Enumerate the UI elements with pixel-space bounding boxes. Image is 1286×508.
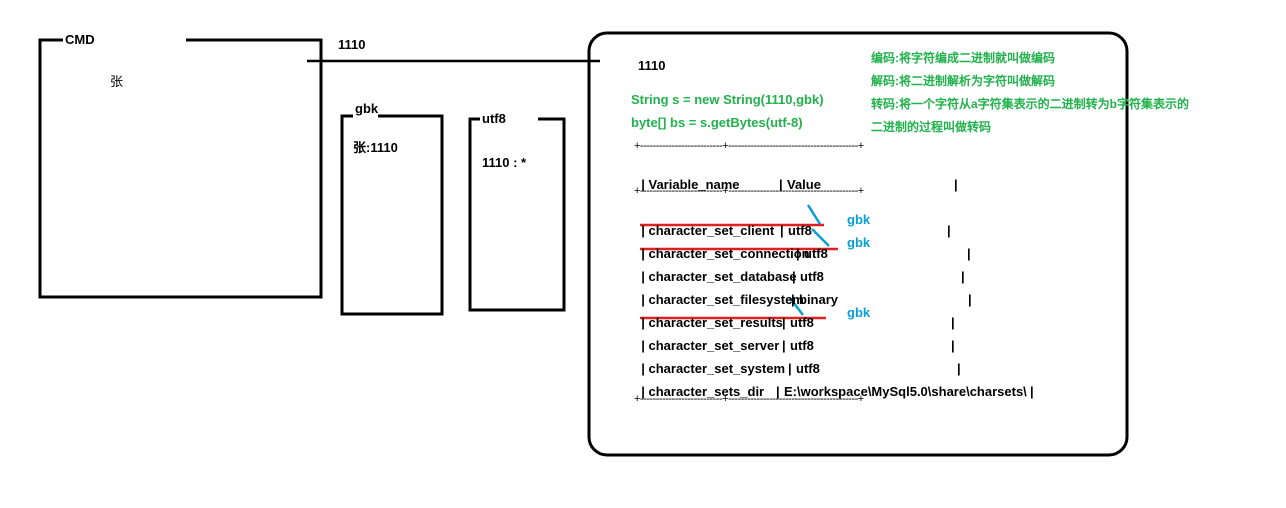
table-row: | character_set_connection| utf8|	[641, 246, 971, 261]
table-row: | character_set_server| utf8|	[641, 338, 955, 353]
row-value: utf8	[790, 338, 814, 353]
row-value: binary	[799, 292, 839, 307]
header-pipe-end: |	[954, 177, 958, 192]
row-name: character_sets_dir	[648, 384, 765, 399]
gbk-title: gbk	[355, 101, 379, 116]
table-border-mid: +--------------------------+------------…	[634, 185, 864, 197]
row-name: character_set_filesystem	[648, 292, 804, 307]
utf8-content: 1110 : *	[482, 155, 527, 170]
row-name: character_set_database	[648, 269, 797, 284]
code-line-1: String s = new String(1110,gbk)	[631, 92, 824, 107]
table-border-bottom: +--------------------------+------------…	[634, 393, 864, 405]
header-pipe-mid: |	[779, 177, 787, 192]
cmd-title: CMD	[65, 32, 95, 47]
row-name: character_set_server	[648, 338, 780, 353]
table-border-top: +--------------------------+------------…	[634, 140, 864, 152]
table-pipe: |	[641, 177, 649, 192]
annotation-gbk-client: gbk	[847, 212, 871, 227]
strike-client	[806, 204, 822, 225]
note-decode: 解码:将二进制解析为字符叫做解码	[871, 74, 1055, 88]
row-value: E:\workspace\MySql5.0\share\charsets\	[784, 384, 1027, 399]
row-value: utf8	[800, 269, 824, 284]
header-value: Value	[787, 177, 821, 192]
row-name: character_set_system	[648, 361, 786, 376]
header-name: Variable_name	[648, 177, 740, 192]
main-box-border	[587, 31, 1129, 457]
gbk-box-border	[340, 114, 444, 316]
gbk-content: 张:1110	[353, 140, 398, 155]
strike-connection	[811, 228, 830, 247]
strike-results	[789, 297, 804, 316]
code-line-2: byte[] bs = s.getBytes(utf-8)	[631, 115, 803, 130]
table-header-row: | Variable_name| Value|	[634, 162, 957, 192]
utf8-title: utf8	[482, 111, 506, 126]
row-name: character_set_client	[648, 223, 775, 238]
main-heading: 1110	[638, 58, 666, 73]
note-transcode-2: 二进制的过程叫做转码	[871, 120, 992, 134]
table-row: | character_set_filesystem| binary|	[641, 292, 972, 307]
note-transcode: 转码:将一个字符从a字符集表示的二进制转为b字符集表示的	[871, 97, 1190, 111]
row-value: utf8	[804, 246, 828, 261]
table-row: | character_set_system| utf8|	[641, 361, 961, 376]
connector-label: 1110	[338, 37, 366, 52]
table-row: | character_set_database| utf8|	[641, 269, 965, 284]
row-name: character_set_results	[648, 315, 783, 330]
row-value: utf8	[788, 223, 812, 238]
row-value: utf8	[796, 361, 820, 376]
annotation-gbk-results: gbk	[847, 305, 871, 320]
cmd-box-border	[38, 38, 323, 299]
note-encode: 编码:将字符编成二进制就叫做编码	[871, 51, 1055, 65]
utf8-box-border	[468, 117, 566, 312]
table-row: | character_set_client| utf8|	[641, 223, 951, 238]
table-row: | character_set_results| utf8|	[641, 315, 955, 330]
row-name: character_set_connection	[648, 246, 810, 261]
annotation-gbk-connection: gbk	[847, 235, 871, 250]
row-value: utf8	[790, 315, 814, 330]
cmd-content: 张	[110, 74, 124, 89]
table-row: | character_sets_dir| E:\workspace\MySql…	[641, 384, 1034, 399]
